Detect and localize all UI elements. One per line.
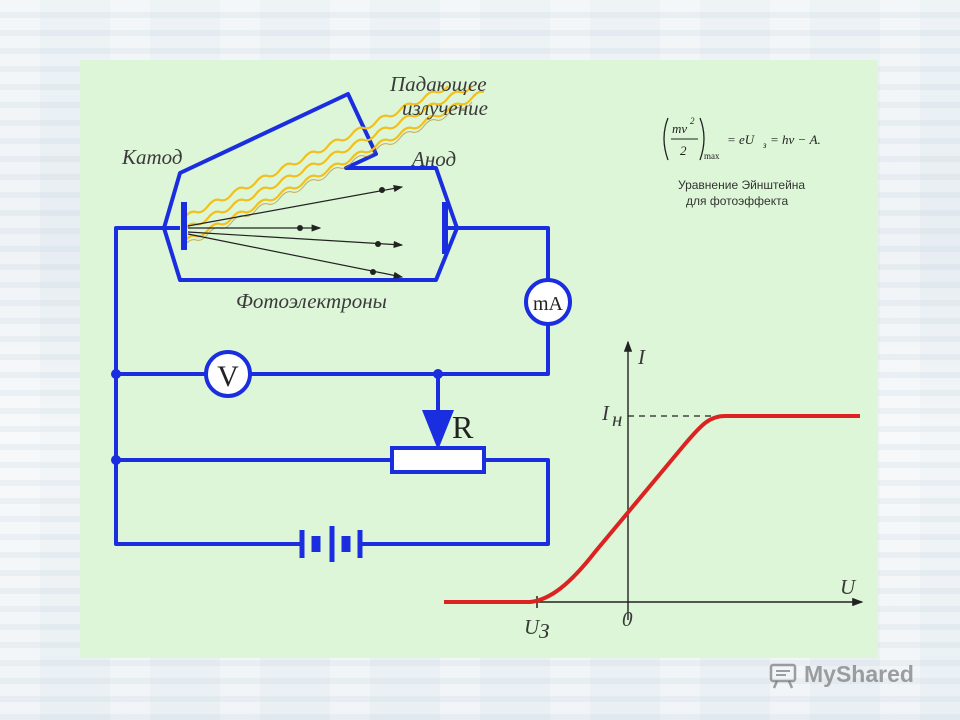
watermark: MyShared	[768, 658, 914, 690]
equation-caption-2: для фотоэффекта	[686, 194, 788, 208]
saturation-label: I	[601, 401, 610, 425]
current-curve	[444, 414, 860, 604]
eq-rest: = hν − A.	[770, 132, 821, 147]
eq-eU: = eU	[727, 132, 756, 147]
stop-voltage-sub: З	[539, 619, 549, 643]
eq-eU-sub: з	[762, 140, 767, 150]
diagram-panel: mA V R Падающее излучение Катод Анод Фот…	[80, 60, 878, 658]
incident-label-2: излучение	[402, 96, 488, 120]
voltmeter	[204, 350, 252, 398]
x-axis-label: U	[840, 575, 857, 599]
einstein-equation: mv 2 2 max = eU з = hν − A.	[663, 116, 821, 161]
incident-radiation	[183, 85, 485, 243]
resistor-label: R	[452, 409, 474, 445]
voltmeter-label: V	[217, 360, 239, 393]
saturation-sub: н	[612, 407, 622, 431]
y-axis-label: I	[637, 345, 646, 369]
equation-caption-1: Уравнение Эйнштейна	[678, 178, 805, 192]
photoeffect-diagram: mA V R Падающее излучение Катод Анод Фот…	[111, 72, 864, 643]
watermark-text: MyShared	[804, 660, 914, 687]
anode-label: Анод	[410, 147, 456, 171]
vacuum-tube	[162, 92, 459, 282]
origin-label: 0	[622, 607, 633, 631]
milliammeter	[524, 278, 572, 326]
resistor	[390, 446, 486, 474]
eq-denominator: 2	[680, 143, 687, 158]
circuit-wires	[114, 226, 550, 546]
photoelectrons-label: Фотоэлектроны	[236, 289, 387, 313]
stop-voltage-label: U	[524, 615, 541, 639]
cathode-label: Катод	[121, 145, 182, 169]
projector-icon	[769, 663, 797, 689]
milliammeter-label: mA	[533, 293, 564, 315]
incident-label-1: Падающее	[389, 72, 487, 96]
eq-exponent: 2	[690, 116, 695, 126]
eq-max: max	[704, 151, 720, 161]
battery	[299, 526, 363, 562]
eq-numerator: mv	[672, 121, 687, 136]
iv-graph: I U I н U З 0	[444, 340, 864, 643]
